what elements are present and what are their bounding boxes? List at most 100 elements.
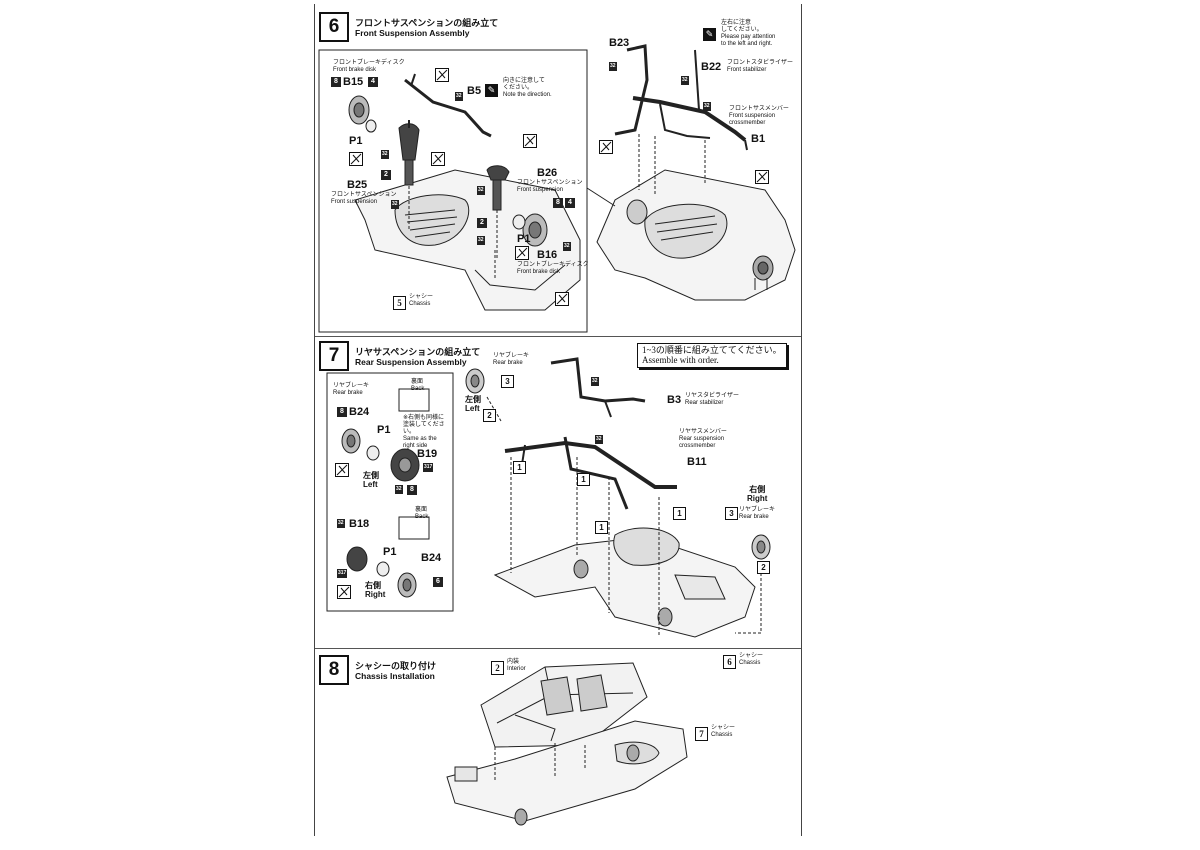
lr-jp: 左右に注意 してください。 xyxy=(721,20,763,33)
part-b19: B19 xyxy=(417,448,438,460)
part-b25: B25 xyxy=(347,179,368,191)
member-en: Front suspension crossmember xyxy=(729,112,776,126)
chassis8-jp: シャシー xyxy=(711,725,736,731)
caution-pen-icon: ✎ xyxy=(703,28,716,41)
step-number: 8 xyxy=(319,655,349,685)
order-number-1: 1 xyxy=(595,521,608,534)
right-jp: 右側 xyxy=(365,581,381,590)
interior-jp: 内装 xyxy=(507,659,520,665)
order-number-2: 2 xyxy=(757,561,770,574)
part-b5: B5 xyxy=(467,85,482,97)
paint-tag-32: 32 xyxy=(563,242,571,251)
step-8-section: 8 シャシーの取り付け Chassis Installation 2 xyxy=(315,648,801,835)
chassis-step-ref: 5 xyxy=(393,296,406,310)
chassis-step-ref: 6 xyxy=(723,655,736,669)
no-cement-icon xyxy=(555,292,569,306)
paint-tag-32: 32 xyxy=(477,236,485,245)
paint-tag-32: 32 xyxy=(591,377,599,386)
rear-brake-jp-l: リヤブレーキ xyxy=(493,353,530,359)
paint-tag-317: 317 xyxy=(337,569,348,578)
chassis8-en: Chassis xyxy=(711,731,733,738)
left-right-note: 左右に注意 してください。Please pay attention to the… xyxy=(721,20,801,48)
member-jp: フロントサスメンバー xyxy=(729,106,789,112)
part-b18: B18 xyxy=(349,518,370,530)
part-p1: P1 xyxy=(349,135,363,147)
left-en: Left xyxy=(363,480,378,490)
paint-tag-32: 32 xyxy=(395,485,403,494)
left-jp: 左側 xyxy=(363,471,379,480)
direction-en: Note the direction. xyxy=(503,91,552,98)
order-jp: 1~3の順番に組み立ててください。 xyxy=(642,345,782,355)
same-en: Same as the right side xyxy=(403,435,437,449)
no-cement-icon xyxy=(523,134,537,148)
order-number-2: 2 xyxy=(483,409,496,422)
interior-step-ref: 2 xyxy=(491,661,504,675)
chassis-en: Chassis xyxy=(409,300,431,307)
paint-tag-317: 317 xyxy=(423,463,434,472)
right-en: Right xyxy=(365,590,386,600)
paint-tag-4: 4 xyxy=(565,198,575,208)
same-right-note: ※右側も同様に 塗装してください。Same as the right side xyxy=(403,415,453,449)
step-7-section: 7 リヤサスペンションの組み立て Rear Suspension Assembl… xyxy=(315,336,801,669)
paint-tag-32: 32 xyxy=(477,186,485,195)
left-en-main: Left xyxy=(465,404,480,414)
part-b22: B22 xyxy=(701,61,722,73)
lr-en: Please pay attention to the left and rig… xyxy=(721,33,776,47)
paint-tag-32: 32 xyxy=(337,519,345,528)
step-title-jp: シャシーの取り付け xyxy=(355,661,437,671)
brake-disc2-jp: フロントブレーキディスク xyxy=(517,262,589,268)
chassis7-jp: シャシー xyxy=(739,653,764,659)
paint-tag-32: 32 xyxy=(703,102,711,111)
paint-tag-32: 32 xyxy=(455,92,463,101)
brake-disc-jp: フロントブレーキディスク xyxy=(333,60,405,66)
rear-member-jp: リヤサスメンバー xyxy=(679,429,727,435)
paint-tag-6: 6 xyxy=(433,577,443,587)
no-cement-icon xyxy=(435,68,449,82)
rear-brake-en-l: Rear brake xyxy=(493,359,523,366)
paint-tag-4: 4 xyxy=(368,77,378,87)
order-en: Assemble with order. xyxy=(642,355,719,366)
left-jp-main: 左側 xyxy=(465,395,481,404)
back-en-2: Back xyxy=(415,513,429,520)
part-b1: B1 xyxy=(751,133,766,145)
part-b24-b: B24 xyxy=(421,552,442,564)
paint-tag-32: 32 xyxy=(381,150,389,159)
rear-member-en: Rear suspension crossmember xyxy=(679,435,725,449)
chassis-installation-diagram xyxy=(446,662,688,826)
order-number-3: 3 xyxy=(725,507,738,520)
part-b26: B26 xyxy=(537,167,558,179)
chassis-step-ref: 7 xyxy=(695,727,708,741)
same-jp: ※右側も同様に 塗装してください。 xyxy=(403,415,445,435)
order-number-1: 1 xyxy=(513,461,526,474)
right-en-main: Right xyxy=(747,494,768,504)
step-title-en: Front Suspension Assembly xyxy=(355,28,470,38)
order-number-1: 1 xyxy=(577,473,590,486)
step-number: 7 xyxy=(319,341,349,371)
front-susp-en: Front suspension xyxy=(331,198,378,205)
part-b23: B23 xyxy=(609,37,630,49)
no-cement-icon xyxy=(515,246,529,260)
direction-note: 向きに注意して ください。Note the direction. xyxy=(503,78,573,99)
paint-tag-32: 32 xyxy=(391,200,399,209)
rear-brake-jp: リヤブレーキ xyxy=(333,383,370,389)
paint-tag-8: 8 xyxy=(331,77,341,87)
no-cement-icon xyxy=(337,585,351,599)
paint-tag-2: 2 xyxy=(477,218,487,228)
order-number-1: 1 xyxy=(673,507,686,520)
paint-tag-32: 32 xyxy=(609,62,617,71)
part-b16: B16 xyxy=(537,249,558,261)
